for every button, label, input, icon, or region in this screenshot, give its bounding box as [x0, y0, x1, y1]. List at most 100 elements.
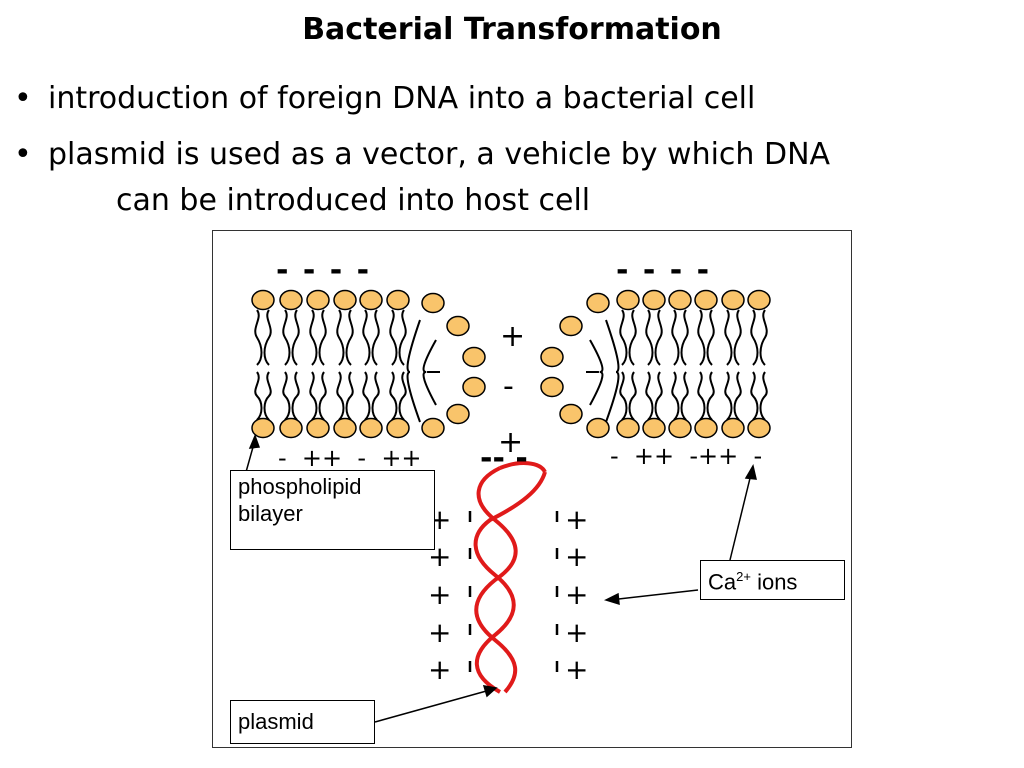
plasmid-label: plasmid: [230, 700, 375, 744]
lipid-head: [694, 289, 718, 311]
lipid-head: [668, 289, 692, 311]
lipid-head: [540, 376, 564, 398]
lipid-head: [559, 315, 583, 337]
bullet-1-text: introduction of foreign DNA into a bacte…: [48, 81, 756, 116]
lipid-head: [421, 417, 445, 439]
bottom-mid-charges: -- -: [480, 441, 528, 476]
lipid-head: [586, 292, 610, 314]
lipid-head: [616, 289, 640, 311]
lipid-tail: [362, 309, 371, 366]
gap-charge-minus: -: [503, 369, 514, 404]
lipid-tail: [389, 309, 398, 366]
ca-label-prefix: Ca: [708, 569, 737, 595]
ca-ions-arrowhead: [744, 463, 757, 480]
gap-charge-plus-1: +: [500, 319, 525, 354]
plasmid-arrowhead: [482, 685, 498, 698]
plus-charge: +: [565, 616, 588, 649]
lipid-tail: [398, 371, 407, 421]
lipid-head: [251, 289, 275, 311]
lipid-tail: [724, 309, 733, 366]
top-left-charges: - - - -: [276, 253, 371, 288]
lipid-head: [642, 289, 666, 311]
lipid-tail: [671, 309, 680, 366]
lipid-tail: [733, 371, 742, 421]
lipid-head: [386, 417, 410, 439]
lipid-head: [721, 289, 745, 311]
plasmid-loop: [499, 461, 547, 474]
lipid-tail: [750, 371, 759, 421]
ca-ions-plasmid-arrow: [609, 589, 699, 601]
lipid-tail: [706, 371, 715, 421]
lipid-head: [642, 417, 666, 439]
lipid-tail: [724, 371, 733, 421]
bullet-dot: •: [14, 81, 32, 116]
label-arrows: [245, 433, 757, 723]
phospholipid-label-line-1: phospholipid: [238, 474, 362, 499]
lipid-head: [359, 289, 383, 311]
lipid-tail: [671, 371, 680, 421]
lipid-tail: [619, 371, 628, 421]
lipid-head: [386, 289, 410, 311]
lipid-head: [586, 417, 610, 439]
lipid-tail: [680, 371, 689, 421]
lipid-tail: [254, 371, 263, 421]
lipid-tail: [282, 309, 291, 366]
lipid-tail: [389, 371, 398, 421]
lipid-tail: [362, 371, 371, 421]
bullet-2-continued: can be introduced into host cell: [116, 183, 591, 218]
lipid-tail: [697, 371, 706, 421]
plus-charge: +: [428, 616, 451, 649]
lipid-tail: [345, 371, 354, 421]
lipid-tail: [336, 309, 345, 366]
lipid-head: [721, 417, 745, 439]
lipid-tail: [371, 309, 380, 366]
top-right-charges: - - - -: [616, 253, 711, 288]
lipid-head: [616, 417, 640, 439]
lipid-tail: [263, 309, 272, 366]
bottom-right-charges: - ++ -++ -: [610, 442, 762, 470]
lipid-tail: [406, 319, 421, 373]
lipid-tail: [422, 339, 437, 373]
lipid-tail: [398, 309, 407, 366]
lipid-tail: [406, 371, 421, 423]
lipid-tail: [706, 309, 715, 366]
lipid-tail: [605, 319, 620, 373]
lipid-tail: [318, 371, 327, 421]
plus-charge: +: [565, 653, 588, 686]
lipid-tail: [680, 309, 689, 366]
plasmid-helix: [473, 461, 547, 694]
lipid-tail: [291, 309, 300, 366]
lipid-tail: [345, 309, 354, 366]
lipid-tail: [309, 309, 318, 366]
gap-charge-plus-2: +: [498, 425, 523, 460]
bullet-1: • introduction of foreign DNA into a bact…: [14, 76, 755, 122]
lipid-head: [462, 346, 486, 368]
bullet-dot: •: [14, 137, 32, 172]
lipid-head: [251, 417, 275, 439]
lipid-tail: [589, 339, 604, 373]
lipid-head: [359, 417, 383, 439]
phospholipid-bilayer-label: phospholipid bilayer: [230, 470, 435, 550]
lipid-head: [333, 417, 357, 439]
plus-charge: +: [428, 653, 451, 686]
phospholipid-membranes: [251, 289, 771, 439]
lipid-tail: [628, 371, 637, 421]
lipid-tail: [309, 371, 318, 421]
lipid-head: [747, 417, 771, 439]
lipid-tail: [254, 309, 263, 366]
phospholipid-label-line-2: bilayer: [238, 501, 303, 526]
ca-ions-plasmid-arrowhead: [603, 592, 620, 606]
plasmid-charges: ++++++++++: [428, 503, 588, 686]
lipid-tail: [263, 371, 272, 421]
lipid-head: [559, 403, 583, 425]
ca-label-suffix: ions: [750, 569, 798, 595]
lipid-tail: [589, 371, 604, 406]
lipid-tail: [371, 371, 380, 421]
plus-charge: +: [565, 540, 588, 573]
lipid-head: [462, 376, 486, 398]
lipid-tail: [750, 309, 759, 366]
ca-ions-arrow: [729, 469, 753, 561]
lipid-head: [421, 292, 445, 314]
phospholipid-arrowhead: [248, 433, 261, 449]
